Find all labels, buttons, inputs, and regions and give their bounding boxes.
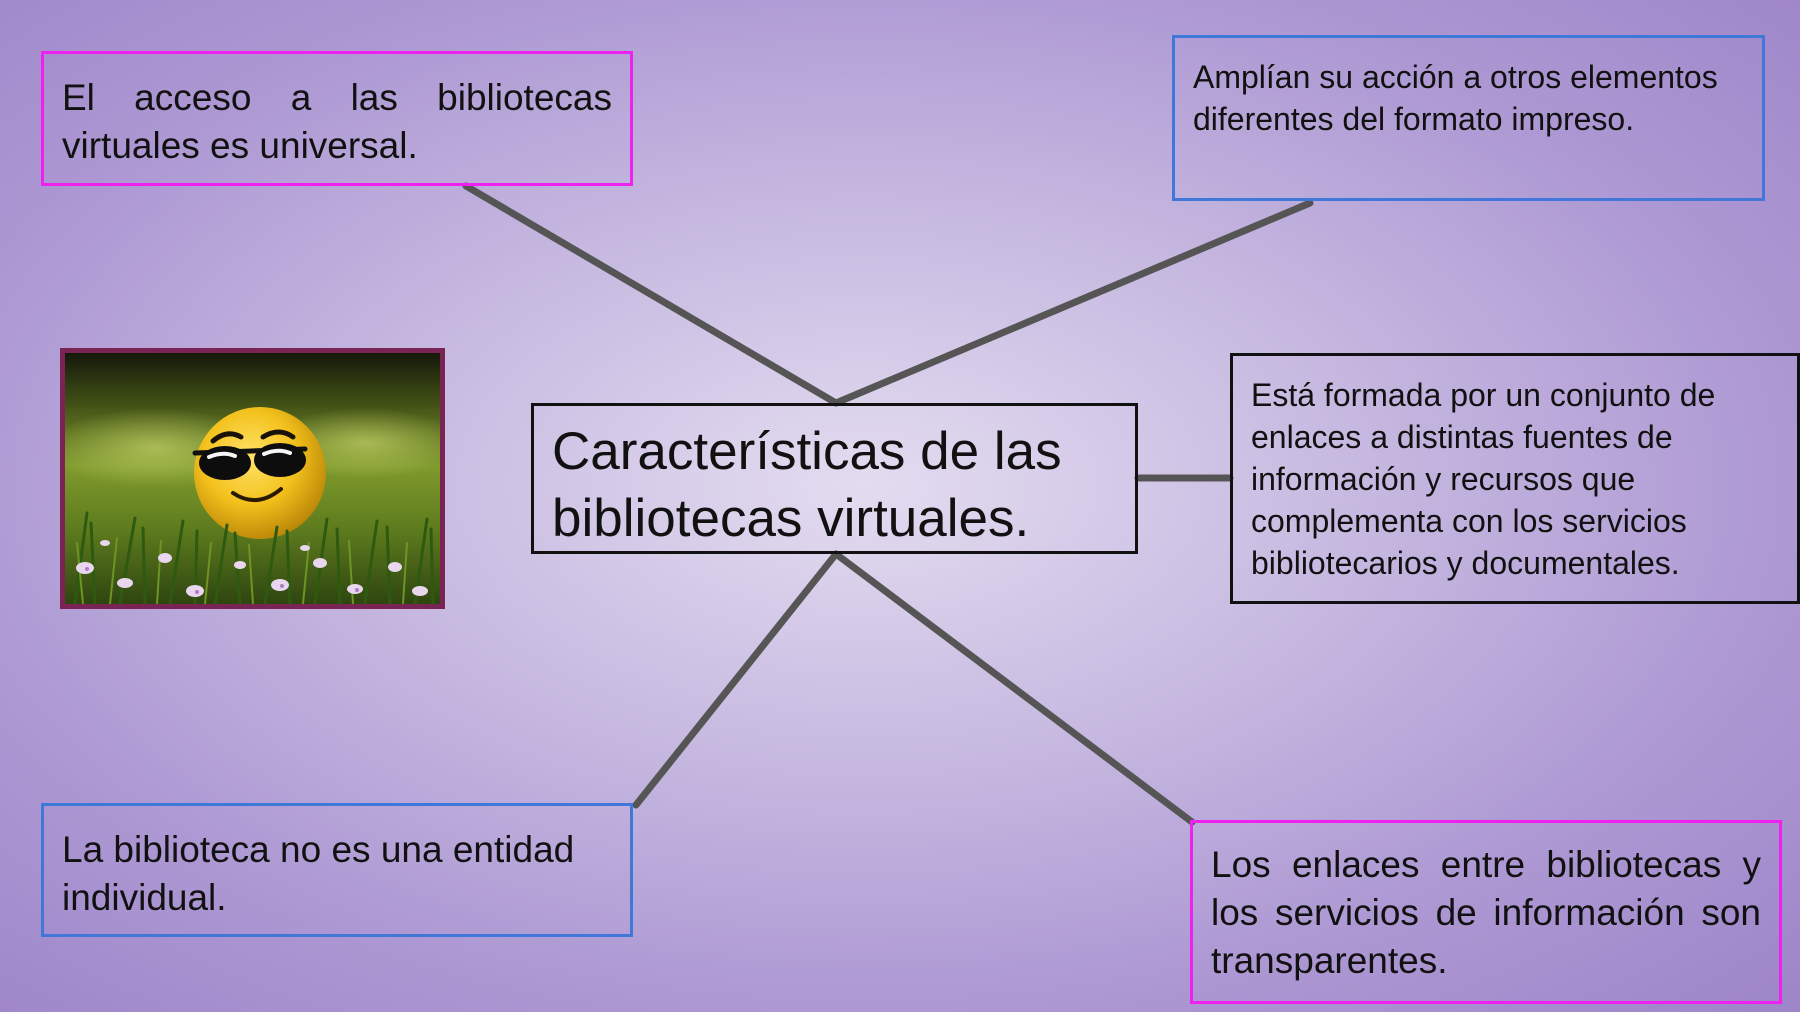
connector-top-left	[462, 182, 840, 407]
node-top-left-text: El acceso a las bibliotecas virtuales es…	[62, 77, 612, 166]
smiley-ball-icon	[65, 353, 440, 604]
node-top-right-text: Amplían su acción a otros elementos dife…	[1193, 59, 1718, 137]
photo-frame	[60, 348, 445, 609]
connector-bottom-left	[632, 550, 840, 809]
node-right: Está formada por un conjunto de enlaces …	[1230, 353, 1800, 604]
node-bottom-right: Los enlaces entre bibliotecas y los serv…	[1190, 820, 1782, 1004]
node-bottom-left-text: La biblioteca no es una entidad individu…	[62, 829, 575, 918]
node-bottom-left: La biblioteca no es una entidad individu…	[41, 803, 633, 937]
node-top-right: Amplían su acción a otros elementos dife…	[1172, 35, 1765, 201]
central-node-title: Características de las bibliotecas virtu…	[552, 422, 1062, 548]
connector-bottom-right	[832, 550, 1196, 826]
node-right-text: Está formada por un conjunto de enlaces …	[1251, 377, 1716, 581]
node-top-left: El acceso a las bibliotecas virtuales es…	[41, 51, 633, 186]
node-bottom-right-text: Los enlaces entre bibliotecas y los serv…	[1211, 844, 1761, 981]
central-node: Características de las bibliotecas virtu…	[531, 403, 1138, 554]
